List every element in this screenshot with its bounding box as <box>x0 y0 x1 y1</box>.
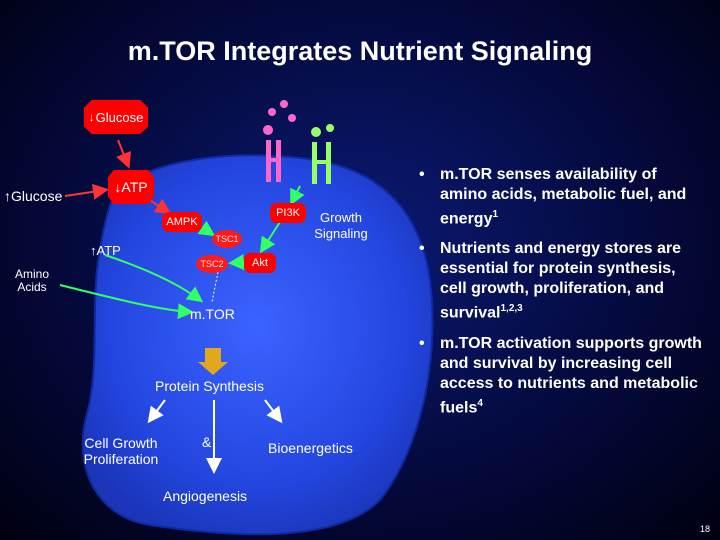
tsc1-node: TSC1 <box>212 230 242 248</box>
angiogenesis-label: Angiogenesis <box>163 488 248 504</box>
arrow-glucose-to-atp <box>116 139 131 169</box>
growth-signaling-label: Growth Signaling <box>314 210 368 241</box>
ampk-octagon: AMPK <box>162 212 202 232</box>
ampersand-label: & <box>202 434 212 450</box>
cell-growth-label: Cell Growth Proliferation <box>83 435 159 467</box>
amino-acids-label: Amino Acids <box>14 267 49 294</box>
bullet-dot-icon: • <box>419 334 425 352</box>
bioenergetics-label: Bioenergetics <box>268 440 353 456</box>
receptor-pink <box>263 100 296 182</box>
arrow-to-bioenergetics <box>264 399 283 424</box>
bullet-ref: 4 <box>477 397 483 409</box>
ampk-label: AMPK <box>166 216 198 228</box>
arrow-akt-to-tsc2 <box>228 254 247 271</box>
glucose-up-label: ↑Glucose <box>4 188 63 204</box>
arrow-to-cell-growth <box>147 399 166 424</box>
mtor-label: m.TOR <box>190 306 235 322</box>
bullet-text: m.TOR senses availability of amino acids… <box>440 166 687 228</box>
cell-body <box>81 154 434 536</box>
arrow-ampk-to-tsc <box>197 220 216 237</box>
bullet-item: • m.TOR senses availability of amino aci… <box>414 165 704 229</box>
glucose-inhibitor-label: Glucose <box>95 109 144 125</box>
pi3k-octagon: PI3K <box>270 203 306 223</box>
bullet-ref: 1,2,3 <box>500 303 523 315</box>
arrow-aminoacids-to-mtor <box>59 284 194 320</box>
akt-label: Akt <box>252 257 268 269</box>
tsc2-node: TSC2 <box>196 255 228 273</box>
atp-octagon: ↓ATP <box>108 170 154 204</box>
atp-low-label: ↑ATP <box>90 243 121 258</box>
tsc1-label: TSC1 <box>215 234 239 244</box>
page-number: 18 <box>699 524 710 534</box>
bullet-dot-icon: • <box>419 166 425 183</box>
arrow-glucose-up <box>64 183 109 200</box>
pi3k-label: PI3K <box>276 207 300 219</box>
arrow-atp-to-mtor <box>104 254 204 303</box>
atp-octagon-label: ↓ATP <box>114 179 148 195</box>
bullet-dot-icon: • <box>419 240 425 258</box>
glucose-down-arrow: ↓ <box>88 110 95 124</box>
bullet-text: m.TOR activation supports growth and sur… <box>440 334 702 416</box>
arrow-tsc-to-mtor <box>211 271 219 303</box>
bullet-text: Nutrients and energy stores are essentia… <box>440 240 681 322</box>
slide-title: m.TOR Integrates Nutrient Signaling <box>127 36 593 66</box>
arrow-mtor-to-protein-synthesis <box>198 348 228 375</box>
protein-synthesis-label: Protein Synthesis <box>155 378 264 394</box>
bullet-ref: 1 <box>492 209 499 220</box>
bullet-list: • m.TOR senses availability of amino aci… <box>414 165 704 428</box>
arrow-receptor-to-pi3k <box>290 185 305 206</box>
glucose-inhibitor-octagon: ↓Glucose <box>84 100 148 134</box>
tsc2-label: TSC2 <box>200 259 224 269</box>
bullet-item: • Nutrients and energy stores are essent… <box>414 239 704 323</box>
bullet-item: • m.TOR activation supports growth and s… <box>414 334 704 418</box>
akt-octagon: Akt <box>244 253 276 273</box>
arrow-pi3k-to-akt <box>259 221 281 254</box>
receptor-green <box>311 124 334 184</box>
